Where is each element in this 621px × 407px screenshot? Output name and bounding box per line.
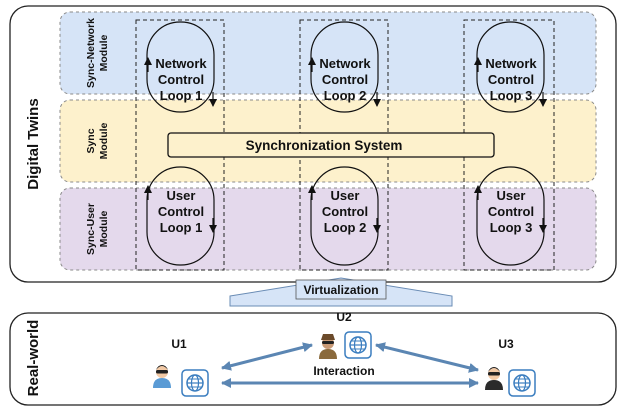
loop-arrows (144, 57, 547, 233)
user-loop-shape-3 (476, 166, 545, 266)
network-loop-3-line2: Control (488, 72, 534, 87)
interaction-arrow-u2-u3 (375, 342, 479, 373)
network-loop-2-line2: Control (322, 72, 368, 87)
user-loop-3-line1: User (497, 188, 526, 203)
user-loop-2-line1: User (331, 188, 360, 203)
globe-icon (181, 369, 209, 397)
sync-user-module-label-line2: Module (98, 210, 110, 247)
user-icon (485, 367, 503, 390)
user-u1-label: U1 (171, 337, 187, 351)
user-loop-shape-1 (146, 166, 215, 266)
network-loop-2-line1: Network (319, 56, 371, 71)
digital-twins-label: Digital Twins (25, 98, 42, 189)
synchronization-system-box (167, 132, 495, 158)
network-loop-shape-3 (476, 21, 545, 113)
user-loop-1-line3: Loop 1 (160, 220, 203, 235)
network-loop-shape-2 (310, 21, 379, 113)
globe-icon (508, 369, 536, 397)
user-icon (319, 334, 337, 359)
synchronization-system-label: Synchronization System (246, 138, 403, 153)
user-loop-2-line3: Loop 2 (324, 220, 367, 235)
network-loop-3-line1: Network (485, 56, 537, 71)
virtualization-box (295, 279, 387, 300)
user-u2-label: U2 (336, 310, 352, 324)
sync-network-module-label-line2: Module (98, 34, 110, 71)
interaction-arrow-u1-u2 (221, 342, 313, 371)
user-loop-3-line3: Loop 3 (490, 220, 533, 235)
sync-network-module-label-line1: Sync-Network (85, 18, 97, 88)
user-loop-2-line2: Control (322, 204, 368, 219)
interaction-label: Interaction (313, 364, 374, 378)
sync-user-module-band (59, 187, 597, 271)
network-loop-1-line1: Network (155, 56, 207, 71)
user-icon (153, 365, 171, 388)
network-loop-1-line2: Control (158, 72, 204, 87)
user-loop-1-line2: Control (158, 204, 204, 219)
sync-module-label-line2: Module (98, 122, 110, 159)
user-loop-3-line2: Control (488, 204, 534, 219)
sync-user-module-label-line1: Sync-User (85, 203, 97, 255)
globe-icon (344, 331, 372, 359)
network-loop-3-line3: Loop 3 (490, 88, 533, 103)
user-loop-shape-2 (310, 166, 379, 266)
network-loop-1-line3: Loop 1 (160, 88, 203, 103)
sync-network-module-band (59, 11, 597, 95)
user-u3-label: U3 (498, 337, 514, 351)
real-world-label: Real-world (25, 320, 42, 397)
sync-module-label-line1: Sync (85, 128, 97, 153)
user-loop-1-line1: User (167, 188, 196, 203)
virtualization-label: Virtualization (303, 283, 378, 297)
network-loop-shape-1 (146, 21, 215, 113)
network-loop-2-line3: Loop 2 (324, 88, 367, 103)
